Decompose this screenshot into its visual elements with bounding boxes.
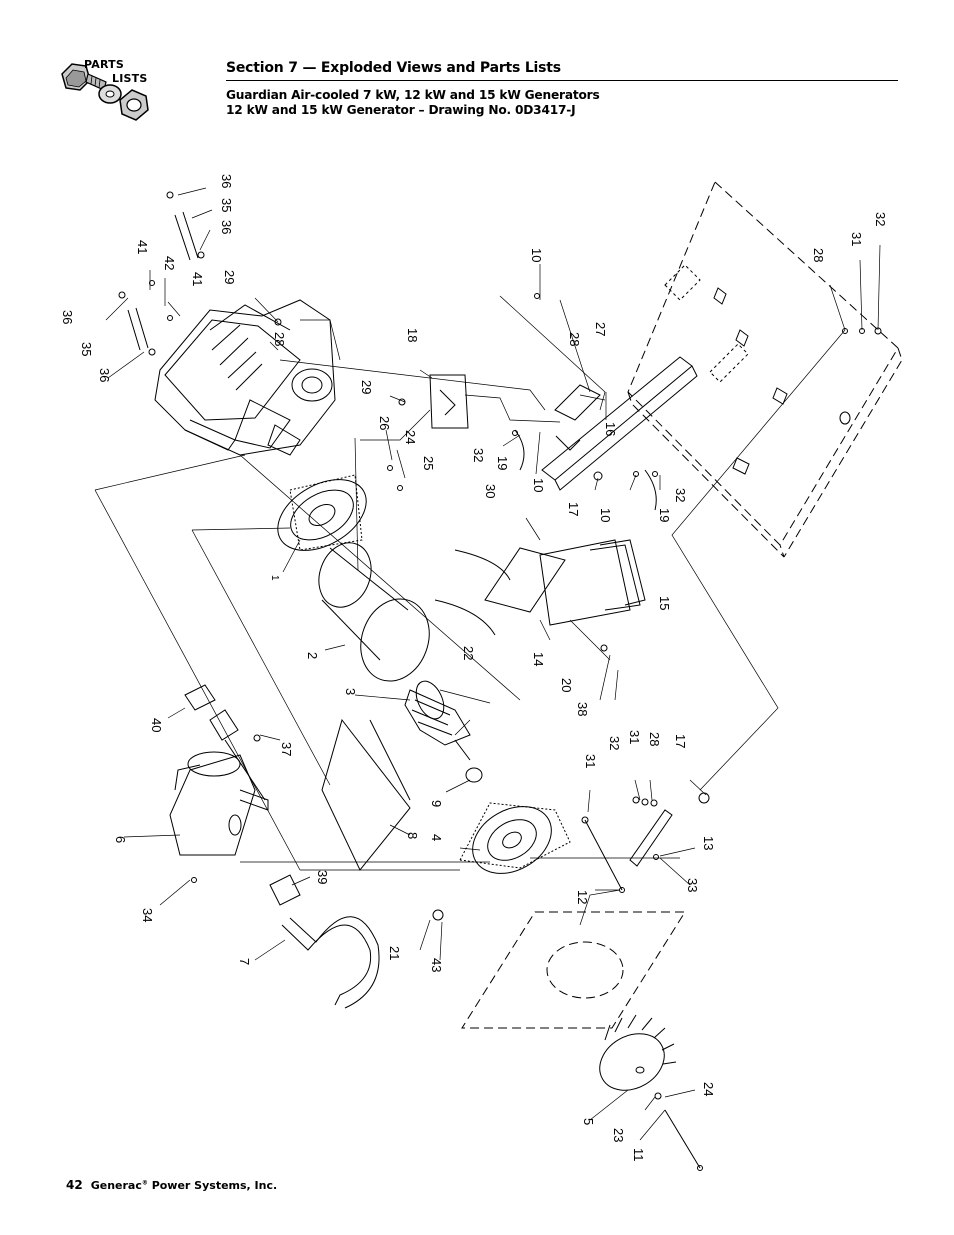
callout-34: 34 — [140, 908, 155, 922]
logo-parts-text: PARTS — [84, 58, 124, 71]
exhaust-pipe — [281, 916, 380, 1009]
callout-24-top: 24 — [403, 430, 418, 444]
callout-19-right: 19 — [657, 508, 672, 522]
callout-36-left-bottom: 36 — [97, 368, 112, 382]
page-header: Section 7 — Exploded Views and Parts Lis… — [226, 60, 898, 118]
subtitle-models: Guardian Air-cooled 7 kW, 12 kW and 15 k… — [226, 88, 600, 102]
callout-13: 13 — [701, 836, 716, 850]
callout-38: 38 — [575, 702, 590, 716]
page-number: 42 — [66, 1178, 83, 1192]
callout-43: 43 — [429, 958, 444, 972]
callout-25: 25 — [421, 456, 436, 470]
company-name: Generac — [90, 1179, 142, 1192]
fan — [599, 1014, 677, 1091]
callout-32-lower: 32 — [607, 736, 622, 750]
rotor — [404, 680, 471, 761]
callout-28-engine: 28 — [272, 332, 287, 346]
callout-29-center: 29 — [359, 380, 374, 394]
bearing — [465, 767, 483, 783]
callout-32-mid: 32 — [673, 488, 688, 502]
page-footer: 42 Generac® Power Systems, Inc. — [66, 1178, 277, 1192]
callout-27: 27 — [593, 322, 608, 336]
callout-33: 33 — [685, 878, 700, 892]
callout-35-left: 35 — [79, 342, 94, 356]
callout-42: 42 — [162, 256, 177, 270]
parts-lists-logo: PARTS LISTS — [58, 52, 158, 130]
registered-mark: ® — [141, 1179, 148, 1187]
callout-31-right: 31 — [849, 232, 864, 246]
callout-3: 3 — [343, 688, 358, 695]
callout-labels: 36 35 36 41 42 41 29 36 35 36 28 29 18 2… — [60, 174, 888, 1162]
callout-30: 30 — [483, 484, 498, 498]
callout-18: 18 — [405, 328, 420, 342]
callout-32-right: 32 — [873, 212, 888, 226]
callout-10-top: 10 — [529, 248, 544, 262]
callout-10-right: 10 — [598, 508, 613, 522]
callout-21: 21 — [387, 946, 402, 960]
callout-31-lower: 31 — [627, 730, 642, 744]
front-bearing-carrier — [459, 802, 571, 874]
callout-6: 6 — [113, 836, 128, 843]
callout-32-left: 32 — [471, 448, 486, 462]
fasteners — [118, 191, 882, 1171]
stator-housing — [318, 542, 430, 682]
muffler — [169, 751, 269, 856]
callout-9: 9 — [429, 800, 444, 807]
callout-14: 14 — [531, 652, 546, 666]
callout-28-lower: 28 — [647, 732, 662, 746]
fan-shroud-panel — [461, 911, 686, 1029]
callout-7: 7 — [237, 958, 252, 965]
callout-20: 20 — [559, 678, 574, 692]
callout-5: 5 — [581, 1118, 596, 1125]
callout-36-top: 36 — [219, 174, 234, 188]
subtitle-drawing: 12 kW and 15 kW Generator – Drawing No. … — [226, 103, 576, 117]
callout-37: 37 — [279, 742, 294, 756]
callout-17-bottom: 17 — [673, 734, 688, 748]
callout-36-mid: 36 — [219, 220, 234, 234]
company-suffix: Power Systems, Inc. — [147, 1179, 278, 1192]
logo-lists-text: LISTS — [112, 72, 148, 85]
callout-1: 1 — [269, 575, 280, 581]
callout-15: 15 — [657, 596, 672, 610]
callout-23: 23 — [611, 1128, 626, 1142]
callout-24-bottom: 24 — [701, 1082, 716, 1096]
callout-40: 40 — [149, 718, 164, 732]
support-rail — [541, 356, 698, 491]
callout-8: 8 — [405, 832, 420, 839]
callout-16: 16 — [603, 422, 618, 436]
nut-bolt-icon — [61, 63, 149, 121]
callout-41-bottom: 41 — [190, 272, 205, 286]
section-title: Section 7 — Exploded Views and Parts Lis… — [226, 60, 898, 81]
callout-26: 26 — [377, 416, 392, 430]
callout-22: 22 — [461, 646, 476, 660]
callout-35-top: 35 — [219, 198, 234, 212]
engine — [154, 299, 336, 456]
callout-17-top: 17 — [566, 502, 581, 516]
leader-lines — [94, 187, 881, 1141]
rear-bearing-carrier — [277, 474, 367, 551]
callout-19-left: 19 — [495, 456, 510, 470]
base-plate-details — [664, 264, 851, 475]
callout-31-left: 31 — [583, 754, 598, 768]
callout-11: 11 — [631, 1148, 646, 1162]
callout-41-top: 41 — [135, 240, 150, 254]
callout-28-right: 28 — [811, 248, 826, 262]
callout-29-left: 29 — [222, 270, 237, 284]
callout-12: 12 — [575, 890, 590, 904]
control-panel — [539, 539, 646, 626]
callout-28-upper: 28 — [567, 332, 582, 346]
divider-panel — [321, 718, 411, 871]
callout-4: 4 — [429, 834, 444, 841]
callout-36-left-top: 36 — [60, 310, 75, 324]
callout-2: 2 — [305, 652, 320, 659]
callout-39: 39 — [315, 870, 330, 884]
callout-10-mid: 10 — [531, 478, 546, 492]
